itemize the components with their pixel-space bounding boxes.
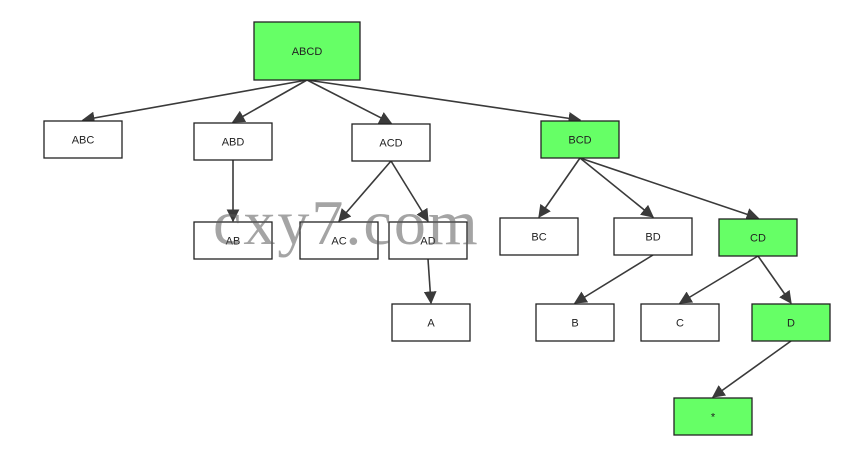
node-label-acd: ACD (379, 138, 402, 150)
node-label-ac: AC (331, 236, 346, 248)
edge-abcd-to-acd (306, 79, 393, 124)
node-label-bd: BD (645, 232, 660, 244)
node-label-cd: CD (750, 233, 766, 245)
node-box-b (535, 303, 615, 342)
edge-cd-to-d (757, 255, 792, 305)
node-cd: CD (718, 218, 798, 257)
node-box-ad (388, 221, 468, 260)
node-abd: ABD (193, 122, 273, 161)
node-box-acd (351, 123, 431, 162)
node-label-ab: AB (226, 236, 241, 248)
node-label-abcd: ABCD (292, 46, 323, 58)
node-abc: ABC (43, 120, 123, 159)
node-label-ad: AD (420, 236, 435, 248)
node-bcd: BCD (540, 120, 620, 159)
node-acd: ACD (351, 123, 431, 162)
edge-abcd-to-abc (81, 79, 308, 125)
node-bd: BD (613, 217, 693, 256)
edge-abcd-to-bcd (306, 79, 582, 125)
node-box-ab (193, 221, 273, 260)
edge-cd-to-c (678, 255, 759, 304)
edge-bd-to-b (573, 254, 654, 304)
edge-acd-to-ad (390, 160, 429, 223)
edge-acd-to-ac (338, 160, 392, 222)
node-box-abc (43, 120, 123, 159)
node-box-bd (613, 217, 693, 256)
node-d: D (751, 303, 831, 342)
node-box-c (640, 303, 720, 342)
node-label-bcd: BCD (568, 135, 591, 147)
node-box-abd (193, 122, 273, 161)
node-c: C (640, 303, 720, 342)
node-box-d (751, 303, 831, 342)
edge-bcd-to-bc (538, 157, 581, 219)
node-star: * (673, 397, 753, 436)
node-label-d: D (787, 318, 795, 330)
node-label-b: B (571, 318, 578, 330)
node-box-bcd (540, 120, 620, 159)
node-box-star (673, 397, 753, 436)
node-label-star: * (711, 412, 716, 424)
node-box-ac (299, 221, 379, 260)
node-label-a: A (427, 318, 435, 330)
node-ad: AD (388, 221, 468, 260)
node-box-abcd (253, 21, 361, 81)
node-label-c: C (676, 318, 684, 330)
node-a: A (391, 303, 471, 342)
node-b: B (535, 303, 615, 342)
edge-bcd-to-cd (579, 157, 760, 221)
node-ac: AC (299, 221, 379, 260)
node-box-a (391, 303, 471, 342)
edge-bcd-to-bd (579, 157, 654, 218)
node-abcd: ABCD (253, 21, 361, 81)
edge-abcd-to-abd (231, 79, 308, 123)
edge-d-to-star (711, 340, 792, 398)
node-ab: AB (193, 221, 273, 260)
node-label-bc: BC (531, 232, 546, 244)
node-box-bc (499, 217, 579, 256)
edges-layer (81, 79, 792, 398)
edge-ad-to-a (423, 258, 437, 305)
node-box-cd (718, 218, 798, 257)
node-label-abd: ABD (222, 137, 245, 149)
node-bc: BC (499, 217, 579, 256)
node-label-abc: ABC (72, 135, 95, 147)
